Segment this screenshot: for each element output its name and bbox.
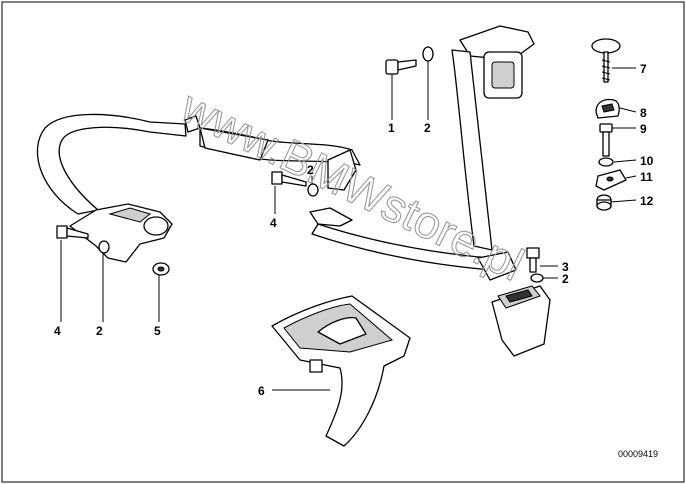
- callout-label: 12: [640, 194, 654, 208]
- bolt-icon: [599, 123, 613, 157]
- bolt-icon: [56, 225, 89, 239]
- left-belt-anchor: [69, 203, 173, 263]
- washer-icon: [598, 157, 614, 167]
- callout-label: 3: [562, 260, 569, 274]
- callout-label: 8: [640, 106, 647, 120]
- callout-label: 11: [640, 170, 653, 184]
- middle-belt-anchor: [309, 149, 357, 227]
- callout-label: 2: [96, 324, 103, 338]
- callout-label: 2: [562, 272, 569, 286]
- retractor-assembly: [451, 25, 535, 251]
- cap-icon: [595, 98, 620, 119]
- washer-icon: [422, 46, 434, 62]
- callout-label: 2: [424, 121, 431, 135]
- washer-icon: [307, 183, 319, 197]
- bolt-icon: [526, 247, 540, 273]
- callout-label: 10: [640, 154, 654, 168]
- nut-icon: [596, 194, 612, 211]
- washer-icon: [530, 273, 544, 283]
- callout-label: 5: [154, 324, 161, 338]
- nut-icon: [152, 262, 170, 276]
- bolt-icon: [385, 59, 417, 75]
- callout-label: 9: [640, 122, 647, 136]
- callout-label: 7: [640, 62, 647, 76]
- washer-icon: [98, 240, 110, 254]
- callout-label: 2: [307, 163, 314, 177]
- screw-icon: [591, 38, 621, 83]
- bolt-icon: [271, 171, 307, 187]
- callout-label: 1: [388, 121, 395, 135]
- left-belt-strap: [36, 113, 361, 215]
- bracket-icon: [595, 169, 627, 191]
- callout-label: 4: [270, 216, 277, 230]
- leader-lines: [60, 61, 637, 391]
- callout-label: 4: [54, 324, 61, 338]
- buckle-receptacle: [491, 285, 551, 357]
- trim-cover: [271, 295, 411, 447]
- latch-plate: [477, 251, 517, 281]
- diagram-code: 00009419: [618, 449, 658, 459]
- callout-label: 6: [258, 384, 265, 398]
